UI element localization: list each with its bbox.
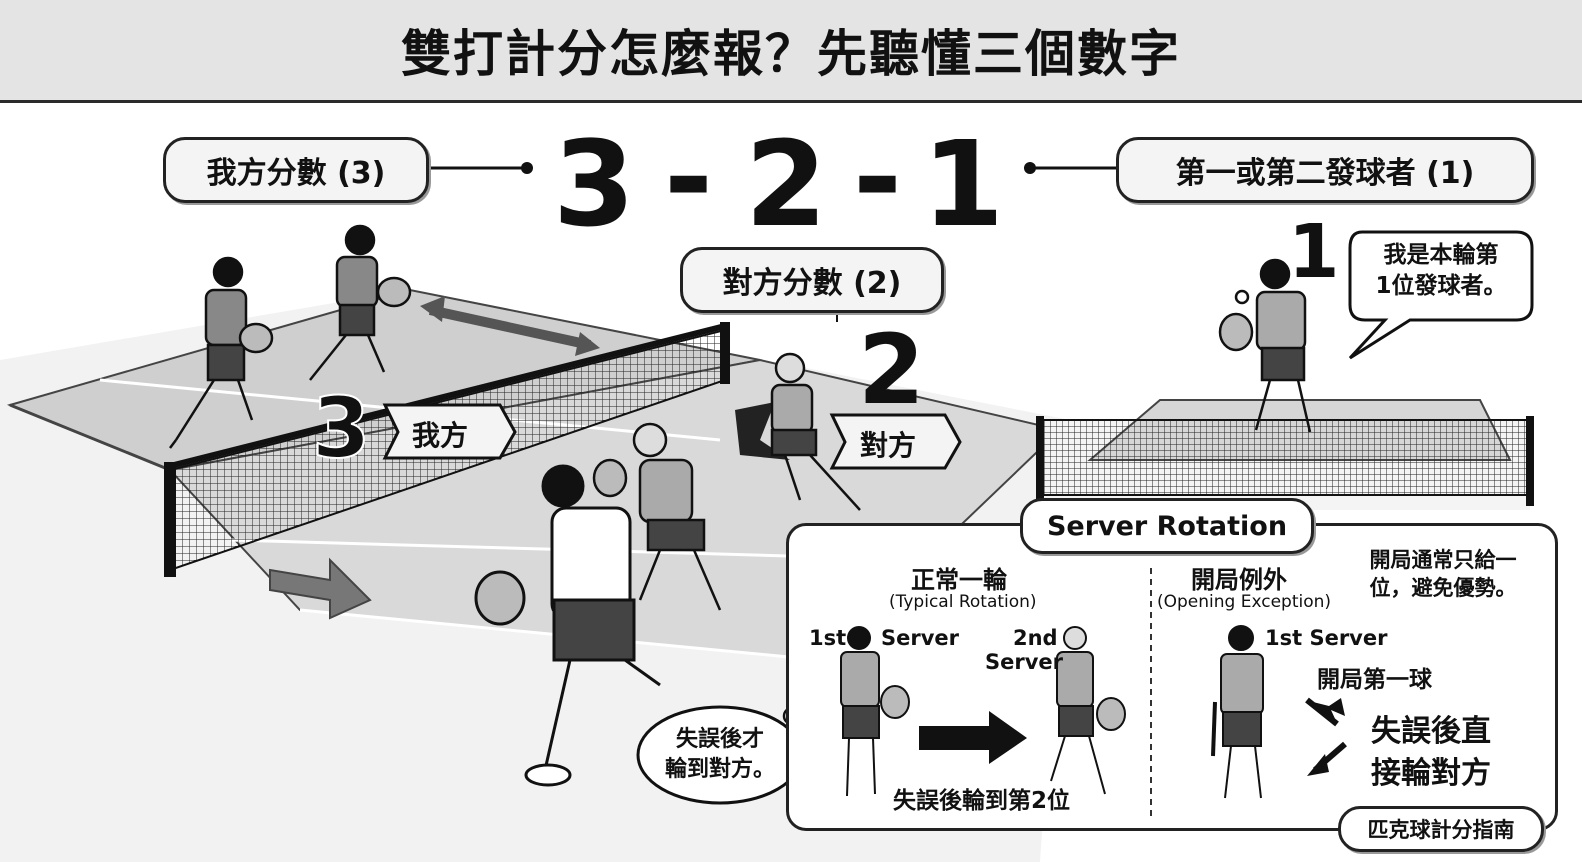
thought-right-line-1: 開局通常只給一: [1369, 548, 1517, 572]
exception-result-line-1: 失誤後直: [1371, 714, 1491, 749]
typical-second-server-figure: [1050, 626, 1126, 795]
page-title: 雙打計分怎麼報？先聽懂三個數字: [401, 25, 1181, 83]
exception-server-label: 1st Server: [1265, 626, 1388, 650]
server-digit: 1: [1288, 209, 1340, 295]
server-rotation-panel: 正常一輪 (Typical Rotation) 1st Server 2nd S…: [786, 523, 1558, 831]
exception-heading: 開局例外: [1191, 566, 1287, 594]
typical-caption: 失誤後輪到第2位: [893, 788, 1071, 814]
thought-left-line-2: 輪到對方。: [664, 756, 775, 782]
player-far-right: [309, 224, 412, 381]
thought-right-line-2: 位，避免優勢。: [1369, 576, 1517, 601]
player-far-left: [169, 256, 274, 449]
typical-second-label-a: 2nd: [1013, 626, 1058, 650]
score-second-number: 2: [745, 115, 828, 253]
score-dash-2: -: [853, 108, 902, 246]
rotation-figures: [840, 568, 1347, 818]
thought-left-text: 失誤後才 輪到對方。: [646, 725, 794, 784]
our-score-digit: 3: [311, 379, 371, 477]
server-number-callout: 第一或第二發球者 (1): [1116, 137, 1534, 203]
typical-second-label-b: Server: [985, 650, 1064, 674]
typical-first-server-figure: [840, 626, 910, 797]
opp-score-digit: 2: [858, 314, 925, 426]
typical-first-label-b: Server: [881, 626, 960, 650]
typical-heading: 正常一輪: [911, 566, 1007, 594]
our-side-label: 我方: [412, 419, 469, 452]
thought-right-text: 開局通常只給一 位，避免優勢。: [1338, 546, 1548, 603]
mini-net: [1039, 419, 1531, 496]
footer-badge: 匹克球計分指南: [1338, 806, 1544, 852]
typical-subheading: (Typical Rotation): [889, 592, 1037, 612]
player-near-woman-back: [770, 352, 861, 511]
player-near-man-front: [474, 464, 661, 787]
server-speech-bubble: [1348, 230, 1534, 360]
typical-arrow: [919, 711, 1027, 764]
our-side-tag-shape: [382, 403, 517, 460]
server-rotation-title: Server Rotation: [1020, 498, 1314, 554]
exception-arrow-2: [1307, 754, 1329, 776]
opp-side-tag-shape: [829, 413, 962, 470]
server-bubble-line-2: 1位發球者。: [1375, 273, 1507, 300]
player-near-woman-front: [592, 422, 722, 611]
server-bubble-text: 我是本輪第 1位發球者。: [1352, 240, 1530, 302]
exception-note: 開局第一球: [1317, 667, 1432, 693]
server-player: [1218, 258, 1312, 433]
score-first-number: 3: [553, 115, 636, 253]
exception-result-line-2: 接輪對方: [1371, 756, 1491, 791]
our-score-callout: 我方分數 (3): [163, 137, 429, 203]
title-bar: [0, 0, 1582, 103]
exception-subheading: (Opening Exception): [1157, 592, 1332, 612]
exception-server-figure: [1211, 625, 1264, 799]
opp-score-callout: 對方分數 (2): [680, 247, 944, 313]
opp-side-label: 對方: [860, 429, 917, 462]
score-third-number: 1: [922, 115, 1005, 253]
exception-arrow-1: [1309, 698, 1345, 723]
typical-first-label-a: 1st: [809, 626, 847, 650]
thought-left-line-1: 失誤後才: [675, 727, 764, 752]
score-dash-1: -: [664, 108, 713, 246]
server-bubble-line-1: 我是本輪第: [1383, 242, 1499, 268]
